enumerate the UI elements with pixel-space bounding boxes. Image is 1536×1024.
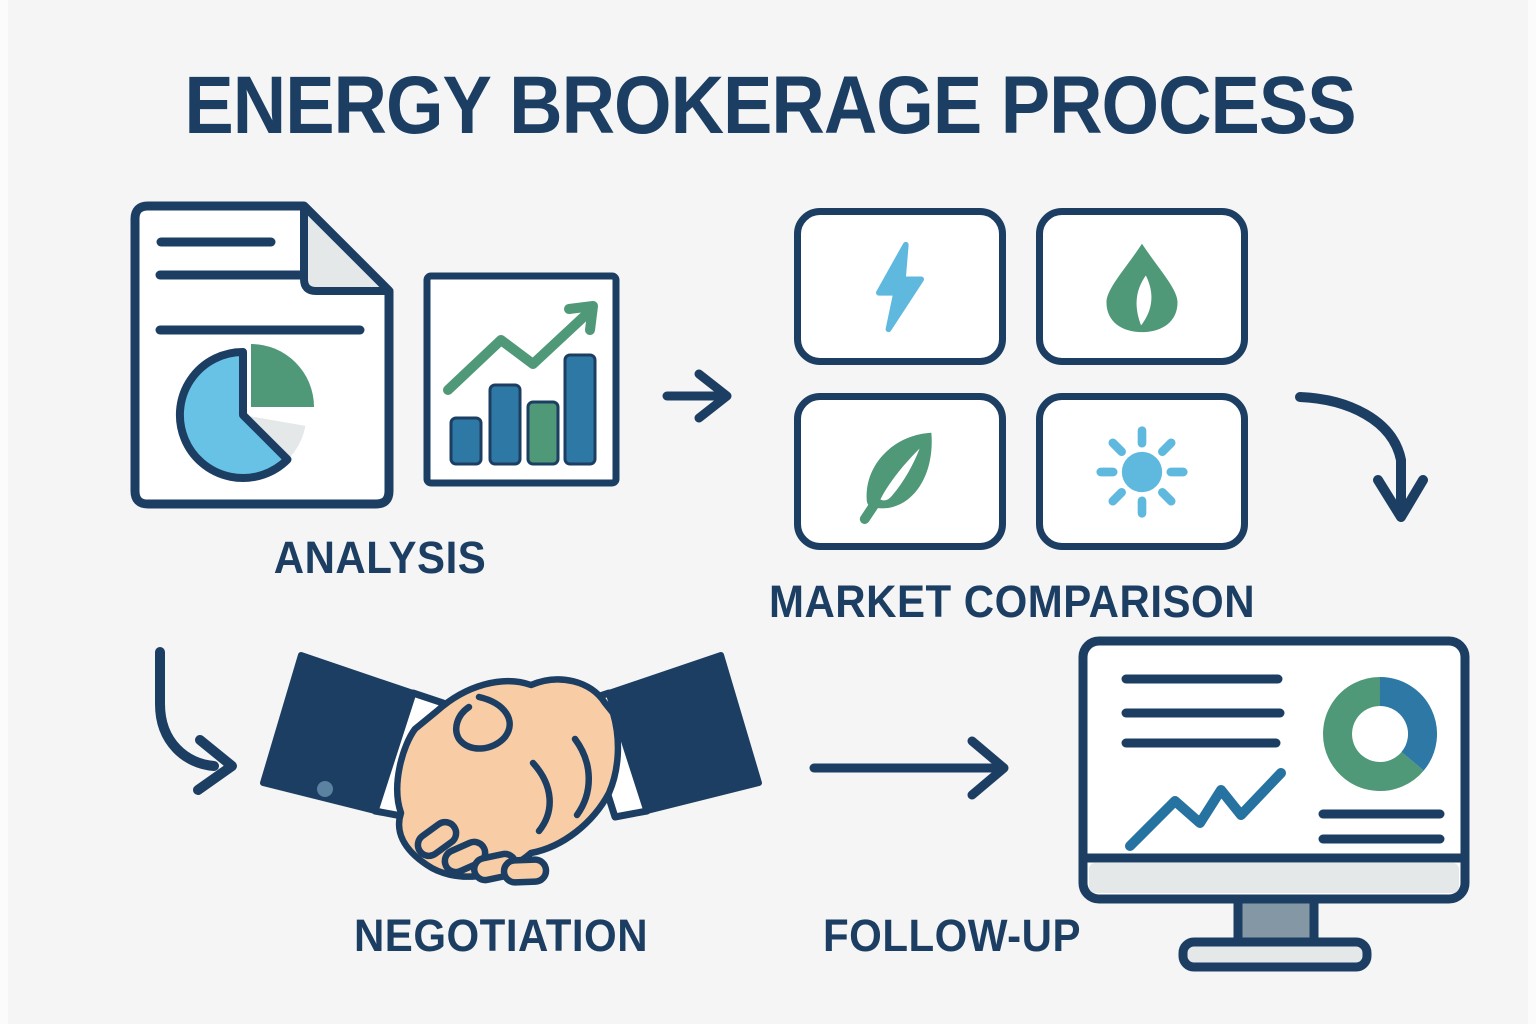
market-box-electricity xyxy=(794,208,1006,365)
folded-corner xyxy=(300,202,393,295)
leaf-icon xyxy=(859,432,932,524)
monitor-base xyxy=(1178,937,1372,972)
handshake-icon xyxy=(260,652,762,886)
step-label-negotiation: NEGOTIATION xyxy=(353,910,649,961)
gas-flame-icon xyxy=(1106,243,1178,332)
dashboard-monitor-icon xyxy=(1078,636,1470,972)
bars xyxy=(449,353,597,466)
finger-knuckles xyxy=(414,818,550,886)
sleeve-button xyxy=(317,781,333,797)
market-box-green-energy xyxy=(794,393,1006,550)
pie-chart-icon xyxy=(175,344,314,482)
hand-contours xyxy=(453,693,592,835)
lightning-bolt-icon xyxy=(876,241,924,332)
dashboard-text-lines-top xyxy=(1121,674,1285,748)
bar-chart-trend-icon xyxy=(423,272,620,487)
arrow-curved-right-icon xyxy=(155,647,237,795)
step-label-analysis: ANALYSIS xyxy=(273,532,487,583)
arrow-curved-down-icon xyxy=(1295,392,1428,522)
step-label-market-comparison: MARKET COMPARISON xyxy=(768,576,1256,627)
monitor-bezel xyxy=(1089,863,1459,893)
step-label-follow-up: FOLLOW-UP xyxy=(823,910,1081,961)
energy-brokerage-process-diagram: ENERGY BROKERAGE PROCESS ANALYSIS xyxy=(8,0,1528,1024)
sun-icon xyxy=(1096,425,1188,518)
dashboard-text-lines-bottom xyxy=(1318,809,1445,844)
report-document-icon xyxy=(130,201,394,509)
page-title: ENERGY BROKERAGE PROCESS xyxy=(184,59,1356,151)
document-text-lines xyxy=(155,237,365,335)
market-box-solar xyxy=(1036,393,1248,550)
trend-arrow xyxy=(443,301,598,395)
market-box-gas xyxy=(1036,208,1248,365)
line-graph-icon xyxy=(1125,768,1286,851)
arrow-right-icon xyxy=(662,369,732,423)
arrow-long-right-icon xyxy=(809,736,1009,800)
donut-chart-icon xyxy=(1323,677,1437,791)
